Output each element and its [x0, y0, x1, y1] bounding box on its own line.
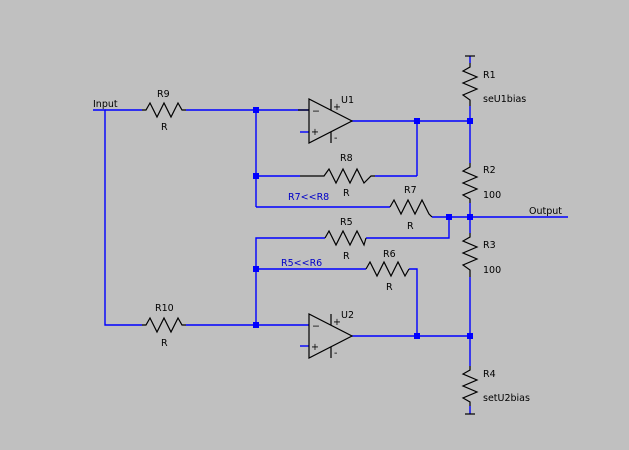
- junction: [253, 173, 259, 179]
- resistor-r8-value: R: [343, 188, 350, 199]
- resistor-r2-name: R2: [483, 165, 496, 176]
- resistor-zigzag: [142, 101, 186, 119]
- resistor-r6-value: R: [386, 282, 393, 293]
- resistor-zigzag: [461, 233, 479, 277]
- resistor-r4-name: R4: [483, 369, 496, 380]
- resistor-r9-name: R9: [157, 89, 170, 100]
- junction: [467, 333, 473, 339]
- resistor-r5-name: R5: [340, 217, 353, 228]
- wire-r5: [366, 217, 450, 239]
- resistor-r7[interactable]: R7 R: [389, 185, 433, 232]
- junction: [467, 118, 473, 124]
- resistor-r1[interactable]: R1 seU1bias: [461, 63, 526, 106]
- resistor-zigzag: [365, 260, 410, 278]
- resistor-r7-name: R7: [404, 185, 417, 196]
- resistor-r5-value: R: [343, 251, 350, 262]
- resistor-zigzag: [142, 316, 186, 334]
- opamp-u1-plus-sign: +: [311, 127, 319, 138]
- resistor-zigzag: [461, 63, 479, 106]
- junction: [414, 118, 420, 124]
- resistor-r8-name: R8: [340, 153, 353, 164]
- junction: [253, 266, 259, 272]
- resistor-r7-value: R: [407, 221, 414, 232]
- opamp-u1-label: U1: [341, 95, 354, 106]
- opamp-u2-label: U2: [341, 310, 354, 321]
- junction: [414, 333, 420, 339]
- resistor-zigzag: [389, 198, 433, 218]
- wire-input: [93, 109, 142, 326]
- opamp-u1[interactable]: U1 − + + -: [298, 95, 354, 144]
- note-r5-r6: R5<<R6: [281, 258, 322, 269]
- resistor-r8[interactable]: R8 R: [300, 153, 375, 199]
- resistor-r10-value: R: [161, 338, 168, 349]
- opamp-u2-plus-sign: +: [311, 342, 319, 353]
- resistor-r5[interactable]: R5 R: [324, 217, 367, 262]
- opamp-u1-minus-sign: −: [312, 106, 320, 117]
- junction: [253, 107, 259, 113]
- note-r7-r8: R7<<R8: [288, 192, 329, 203]
- resistor-zigzag: [324, 229, 367, 247]
- opamp-u2-minus-sign: −: [312, 321, 320, 332]
- output-label: Output: [529, 206, 562, 217]
- resistor-r1-name: R1: [483, 70, 496, 81]
- resistor-r4-value: setU2bias: [483, 393, 530, 404]
- resistor-r3-value: 100: [483, 265, 501, 276]
- junction: [253, 322, 259, 328]
- junctions: [253, 107, 473, 339]
- resistor-r6[interactable]: R6 R: [365, 249, 410, 293]
- resistor-r6-name: R6: [383, 249, 396, 260]
- opamp-u2-supply-neg: -: [334, 348, 337, 359]
- opamp-u2[interactable]: U2 − + + -: [308, 310, 354, 359]
- resistor-r3-name: R3: [483, 240, 496, 251]
- resistor-zigzag: [300, 167, 375, 185]
- resistor-r4[interactable]: R4 setU2bias: [461, 366, 530, 406]
- resistor-r9-value: R: [161, 122, 168, 133]
- junction: [467, 214, 473, 220]
- wire-r5-left: [255, 237, 325, 325]
- wire-r6-out: [409, 268, 418, 336]
- opamp-u1-supply-neg: -: [334, 133, 337, 144]
- opamp-u2-supply-pos: +: [333, 317, 341, 328]
- opamp-u1-supply-pos: +: [333, 102, 341, 113]
- resistor-r3[interactable]: R3 100: [461, 233, 501, 277]
- resistor-zigzag: [461, 163, 479, 203]
- resistor-r10[interactable]: R10 R: [142, 303, 186, 349]
- resistor-r1-value: seU1bias: [483, 94, 526, 105]
- resistor-r2-value: 100: [483, 190, 501, 201]
- resistor-zigzag: [461, 366, 479, 406]
- input-label: Input: [93, 99, 118, 110]
- junction: [446, 214, 452, 220]
- resistor-r10-name: R10: [155, 303, 174, 314]
- resistor-r2[interactable]: R2 100: [461, 163, 501, 203]
- resistor-r9[interactable]: R9 R: [142, 89, 186, 133]
